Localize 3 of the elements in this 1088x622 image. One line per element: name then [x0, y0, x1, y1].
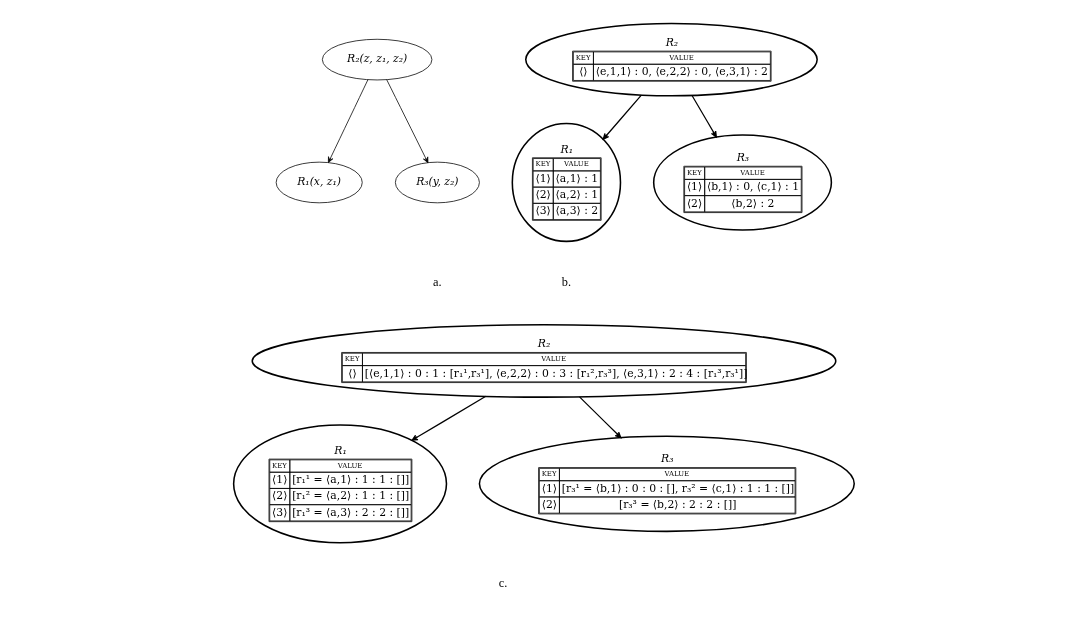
- label: b.: [561, 275, 572, 290]
- label: c.: [498, 576, 508, 591]
- label: a.: [433, 275, 442, 290]
